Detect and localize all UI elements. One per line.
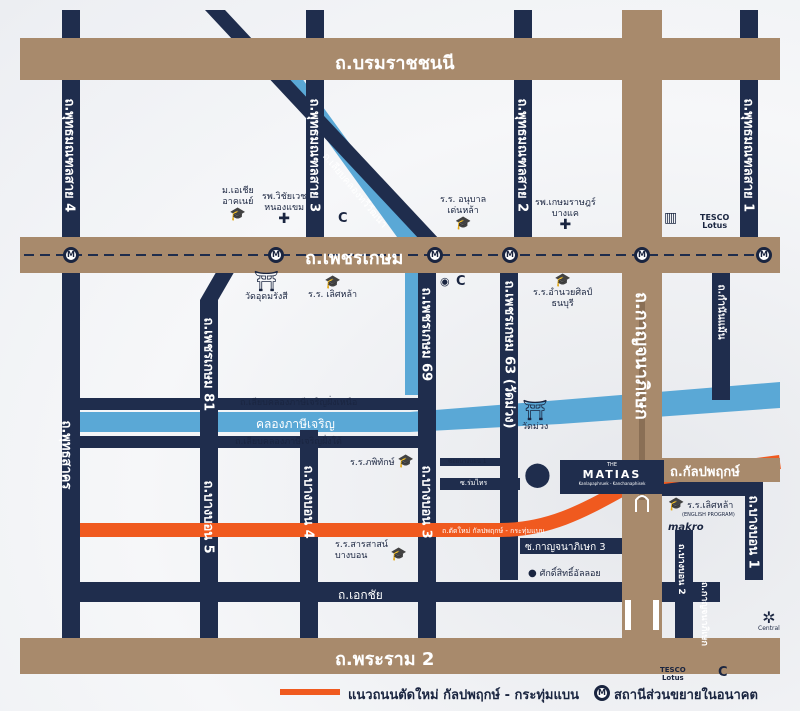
label-bangbon4: ถ.บางบอน 4	[300, 465, 316, 539]
metro-icon: M	[594, 685, 610, 701]
road-bangbon1-right	[660, 480, 760, 496]
road-kanchanaphisek3	[520, 538, 640, 554]
road-phutthamonthon4	[62, 10, 80, 650]
makro-logo: makro	[668, 522, 704, 533]
tesco-lotus-legend-logo: TESCO Lotus	[660, 666, 686, 682]
label-romsai: ซ.ร่มไทร	[460, 479, 488, 487]
road-kamnanmaen	[712, 250, 730, 400]
label-liap-north: ถ.เลียบคลองภาษีเจริญฝั่งเหนือ	[240, 398, 358, 408]
metro-icon: M	[427, 247, 443, 263]
label-canal: คลองภาษีเจริญ	[256, 417, 335, 431]
place-wichaiyut: รพ.วิชัยเวช หนองแขม ✚	[262, 192, 307, 227]
label-phetkasem69: ถ.เพชรเกษม 69	[418, 287, 434, 382]
label-kanlapaphruek: ถ.กัลปพฤกษ์	[670, 465, 740, 480]
canal-thawiwattana	[276, 70, 420, 395]
label-kamnanmaen: ถ.กำนันแม้น	[715, 284, 727, 340]
road-kanlapaphruek	[662, 458, 780, 482]
school-icon: 🎓	[229, 207, 246, 222]
label-phetkasem: ถ.เพชรเกษม	[305, 248, 404, 269]
bts-icon: C	[718, 665, 728, 680]
place-sarasas: ร.ร.สารสาสน์ บางบอน 🎓	[335, 540, 408, 562]
hospital-icon: ✚	[278, 211, 291, 227]
place-wat-muang: ⛩ วัดม่วง	[522, 398, 549, 432]
place-saksit: ● ศักดิ์สิทธิ์อัลลอย	[528, 568, 601, 579]
school-icon: 🎓	[554, 273, 571, 288]
central-logo-icon: ✲	[762, 608, 776, 627]
place-lertla-english: 🎓 ร.ร.เลิศหล้า (ENGLISH PROGRAM)	[668, 497, 735, 519]
metro-icon: M	[634, 247, 650, 263]
temple-icon: ⛩	[253, 269, 280, 293]
label-new-road: ถ.ตัดใหม่ กัลปพฤกษ์ - กระทุ่มแบน	[442, 527, 545, 535]
place-phithakdi: ร.ร.ภพิทักษ์ 🎓	[350, 454, 414, 469]
place-asia-academy: ม.เอเชีย อาคเนย์ 🎓	[222, 186, 254, 222]
legend-new-road-text: แนวถนนตัดใหม่ กัลปพฤกษ์ - กระทุ่มแบน	[348, 688, 580, 703]
metro-icon: M	[756, 247, 772, 263]
label-rama2: ถ.พระราม 2	[335, 649, 435, 670]
legend-metro-text: สถานีส่วนขยายในอนาคต	[614, 688, 758, 703]
road-phetkasem63	[500, 250, 518, 580]
road-bangbon1	[745, 470, 763, 580]
road-rama2	[20, 638, 780, 674]
label-kanchanaphisek-service: ถ.กาญจนาภิเษก	[699, 582, 709, 646]
canal-phasi-charoen	[80, 412, 410, 432]
location-dot-icon: ●	[528, 568, 537, 579]
label-bangbon2: ถ.บางบอน 2	[676, 544, 686, 595]
label-phutthamonthon1: ถ.พุทธมณฑลสาย 1	[740, 98, 756, 213]
label-kanchanaphisek: ถ.กาญจนาภิเษก	[631, 292, 652, 420]
location-pin-icon: ⬤	[524, 460, 551, 488]
main-roads	[20, 10, 780, 674]
road-soi-romsai	[440, 478, 520, 490]
road-ekkachai	[70, 582, 720, 602]
label-soi-bangbon1: ซอยบางบอน 1	[448, 458, 487, 465]
school-icon: 🎓	[397, 454, 414, 469]
school-icon: 🎓	[668, 497, 685, 512]
place-anuban: ร.ร. อนุบาล เด่นหล้า 🎓	[440, 195, 487, 231]
hospital-icon: ✚	[559, 217, 572, 233]
road-liap-south	[80, 436, 420, 448]
place-amnuaysilpa: 🎓 ร.ร.อำนวยศิลป์ ธนบุรี	[533, 273, 593, 310]
label-phutthasakhon: ถ.พุทธสาคร	[58, 420, 74, 490]
school-icon: 🎓	[454, 216, 472, 231]
label-phutthamonthon2: ถ.พุทธมณฑลสาย 2	[514, 98, 530, 213]
road-bangbon4	[300, 430, 318, 650]
underpass-arch	[635, 495, 649, 512]
label-borommaratchachonnani: ถ.บรมราชชนนี	[335, 53, 455, 74]
label-phutthamonthon4: ถ.พุทธมณฑลสาย 4	[61, 98, 77, 213]
school-icon: 🎓	[390, 547, 408, 562]
place-lertla: 🎓 ร.ร. เลิศหล้า	[308, 275, 358, 301]
road-phetkasem81	[200, 300, 218, 650]
bts-icon: C	[338, 211, 348, 226]
project-the-matias[interactable]: THE MATIAS Kanlapaphruek - Kanchanaphise…	[560, 460, 664, 494]
temple-icon: ⛩	[522, 398, 548, 422]
place-wat-udom: ⛩ วัดอุดมรังสี	[245, 269, 288, 302]
label-phetkasem81: ถ.เพชรเกษม 81	[200, 317, 216, 412]
metro-icon: M	[502, 247, 518, 263]
legend-new-road-swatch	[280, 689, 340, 695]
mall-icon: ◉	[440, 275, 450, 288]
brand-logo-icon: ▥	[664, 210, 678, 226]
tesco-lotus-logo: TESCO Lotus	[700, 213, 730, 230]
place-kasemrad: รพ.เกษมราษฎร์ บางแค ✚	[535, 198, 596, 233]
label-ekkachai: ถ.เอกชัย	[338, 588, 383, 602]
label-kanchanaphisek3: ซ.กาญจนาภิเษก 3	[525, 542, 606, 553]
metro-icon: M	[268, 247, 284, 263]
road-phetkasem69	[418, 250, 436, 650]
metro-icon: M	[63, 247, 79, 263]
label-bangbon5: ถ.บางบอน 5	[200, 480, 216, 554]
label-bangbon3: ถ.บางบอน 3	[418, 465, 434, 539]
place-central: ✲ Central	[758, 608, 780, 632]
label-bangbon1: ถ.บางบอน 1	[745, 495, 761, 569]
bts-icon: C	[456, 274, 466, 289]
road-liap-north	[80, 398, 420, 410]
road-soi-bangbon1	[440, 458, 500, 466]
label-phetkasem63: ถ.เพชรเกษม 63 (วัดม่วง)	[501, 280, 517, 429]
label-liap-south: ถ.เลียบคลองภาษีเจริญฝั่งใต้	[235, 437, 342, 447]
school-icon: 🎓	[324, 275, 341, 290]
